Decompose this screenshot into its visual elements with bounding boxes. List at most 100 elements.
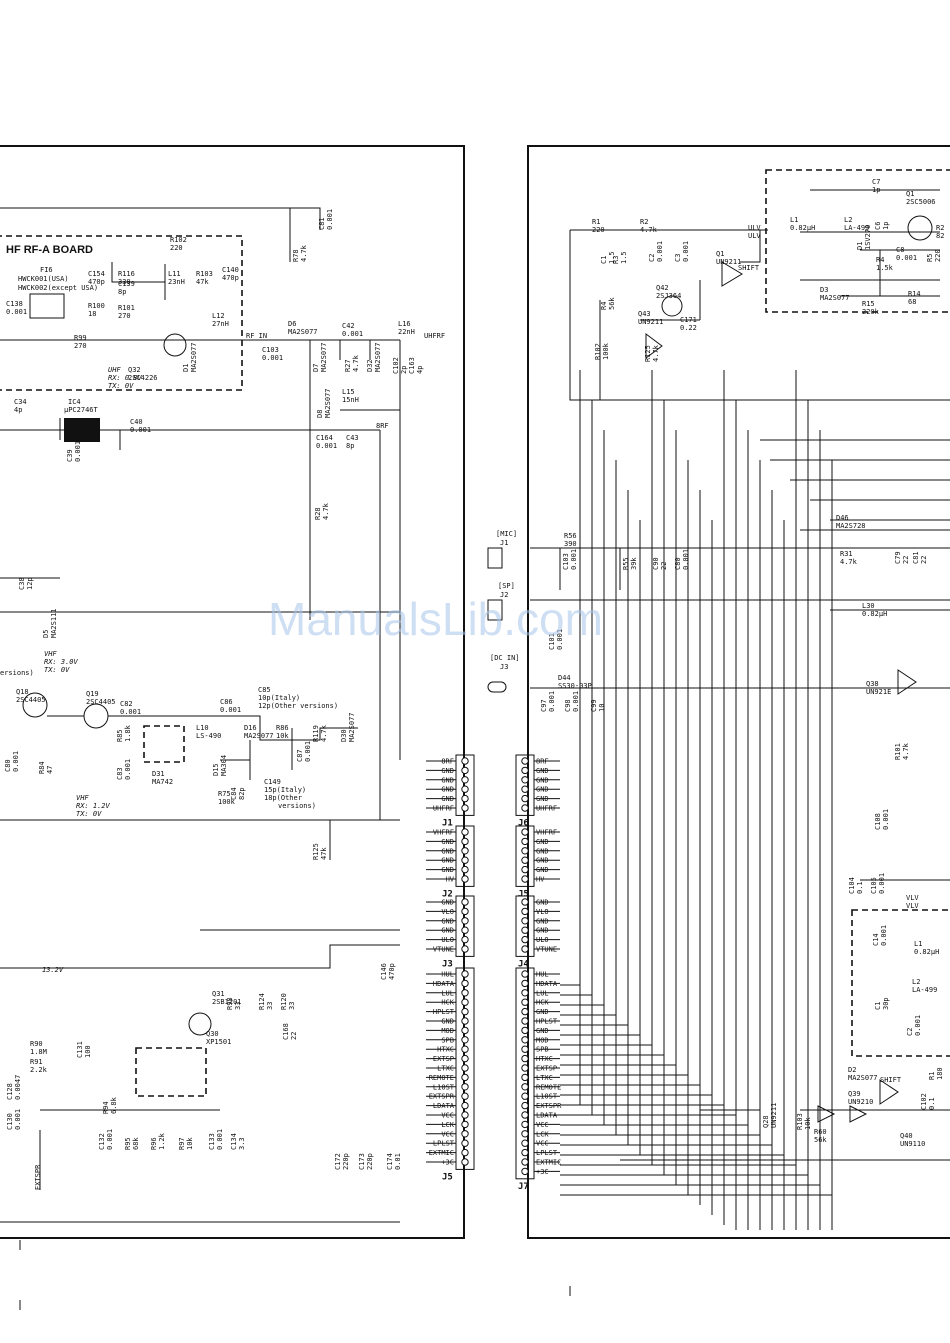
vhf-note-top-2: RX: 3.0V <box>44 658 79 666</box>
connector-pin <box>461 1111 469 1119</box>
connector-pin <box>521 828 529 836</box>
part-ref: C14 <box>872 933 880 946</box>
part-ref: Q39 <box>848 1090 861 1098</box>
connector-ref: J2 <box>442 889 453 899</box>
part-value: 1.8M <box>30 1048 47 1056</box>
part-ref: C34 <box>14 398 27 406</box>
part-value: 4.7k <box>320 724 328 742</box>
part-value: 220k <box>862 308 880 316</box>
part-ref: R3 <box>612 256 620 264</box>
part-ref: C172 <box>334 1153 342 1170</box>
right-sheet-frame <box>527 145 950 1239</box>
part-ref: L2 <box>844 216 852 224</box>
right-connectors: 8RFGNDGNDGNDGNDUHFRFJ6VHFRFGNDGNDGNDGNDH… <box>515 754 562 1192</box>
part-ref: C86 <box>220 698 233 706</box>
connector-pin <box>521 998 529 1006</box>
part-value: 2SC5006 <box>906 198 936 206</box>
part-ref: C146 <box>380 963 388 980</box>
part-ref: L30 <box>862 602 875 610</box>
versions-note: ersions) <box>0 669 34 677</box>
connector-pin <box>461 856 469 864</box>
part-value: UN9211 <box>716 258 741 266</box>
part-value: 56k <box>608 297 616 310</box>
connector-pin <box>461 898 469 906</box>
part-ref: C163 <box>408 357 416 374</box>
part-ref: D1 <box>856 242 864 250</box>
part-ref: C102 <box>920 1093 928 1110</box>
connector-pin <box>461 1026 469 1035</box>
part-value: UN9211 <box>770 1103 778 1128</box>
part-ref: R15 <box>862 300 875 308</box>
part-ref: C164 <box>316 434 333 442</box>
sp-jack-icon <box>487 599 503 621</box>
part-value: 0.82μH <box>862 610 887 618</box>
part-value: 4.7k <box>640 226 658 234</box>
part-ref: R100 <box>88 302 105 310</box>
part-value: 0.01 <box>394 1153 402 1170</box>
part-ref: C108 <box>874 813 882 830</box>
part-ref: R97 <box>178 1137 186 1150</box>
part-value: 6.8k <box>110 1096 118 1114</box>
fuse-line1: HWCK001(USA) <box>18 275 69 283</box>
part-ref: D5 <box>42 630 50 638</box>
part-value: 220p <box>342 1153 350 1170</box>
part-value: 270 <box>74 342 87 350</box>
part-value: 2SC4226 <box>128 374 158 382</box>
part-ref: D15 <box>212 763 220 776</box>
part-value: 1SV270 <box>864 225 872 250</box>
part-ref: C154 <box>88 270 105 278</box>
part-ref: C97 <box>540 699 548 712</box>
connector-pin <box>521 1130 529 1138</box>
part-ref: C174 <box>386 1153 394 1170</box>
right-osc-box-bottom <box>851 909 950 1057</box>
connector-pin <box>461 989 469 997</box>
part-value: XP1501 <box>206 1038 231 1046</box>
c149-line1: 15p(Italy) <box>264 786 306 794</box>
connector-pin <box>461 1083 469 1091</box>
part-ref: R4 <box>600 302 608 310</box>
part-value: 4p <box>416 366 424 374</box>
vhf-note-bottom-2: RX: 1.2V <box>76 802 111 810</box>
part-value: 100k <box>218 798 236 806</box>
part-value: 10 <box>598 704 606 712</box>
part-ref: C171 <box>680 316 697 324</box>
part-value: 47k <box>196 278 209 286</box>
part-ref: Q1 <box>906 190 914 198</box>
part-value: 1.8k <box>124 724 132 742</box>
part-value: VLV <box>906 902 919 910</box>
part-ref: D6 <box>288 320 296 328</box>
part-ref: D2 <box>848 1066 856 1074</box>
part-ref: D30 <box>340 729 348 742</box>
connector-pin <box>461 757 469 765</box>
sp-jack-label: [SP] <box>498 582 515 590</box>
part-ref: R125 <box>312 843 320 860</box>
connector-ref: J5 <box>518 889 529 899</box>
c85-line1: 10p(Italy) <box>258 694 300 702</box>
ic4-chip <box>64 418 100 442</box>
connector-pin <box>521 1073 529 1082</box>
part-value: 33 <box>266 1002 274 1010</box>
part-ref: D7 <box>312 364 320 372</box>
part-value: MA304 <box>220 755 228 776</box>
connector-pin <box>521 1111 529 1119</box>
part-ref: L10 <box>196 724 209 732</box>
part-value: 0.001 <box>548 691 556 712</box>
part-value: 10k <box>804 1117 812 1130</box>
connector-ref: J4 <box>518 959 529 969</box>
part-value: ULV <box>748 232 761 240</box>
part-value: 0.001 <box>556 629 564 650</box>
connector-pin <box>521 1064 529 1072</box>
uhf-note-2: RX: 0.8V <box>108 374 143 382</box>
uhf-note-3: TX: 0V <box>108 382 134 390</box>
part-ref: Q43 <box>638 310 651 318</box>
connector-pin <box>461 837 469 846</box>
dcin-jack-label: [DC IN] <box>490 654 520 662</box>
connector-pin <box>461 970 469 978</box>
connector-pin <box>521 898 529 906</box>
part-value: 39k <box>630 557 638 570</box>
part-value: 22 <box>920 556 928 564</box>
part-ref: R120 <box>280 993 288 1010</box>
part-value: 2SB1201 <box>212 998 242 1006</box>
connector-pin <box>521 1158 529 1166</box>
part-value: 2SC4405 <box>86 698 116 706</box>
